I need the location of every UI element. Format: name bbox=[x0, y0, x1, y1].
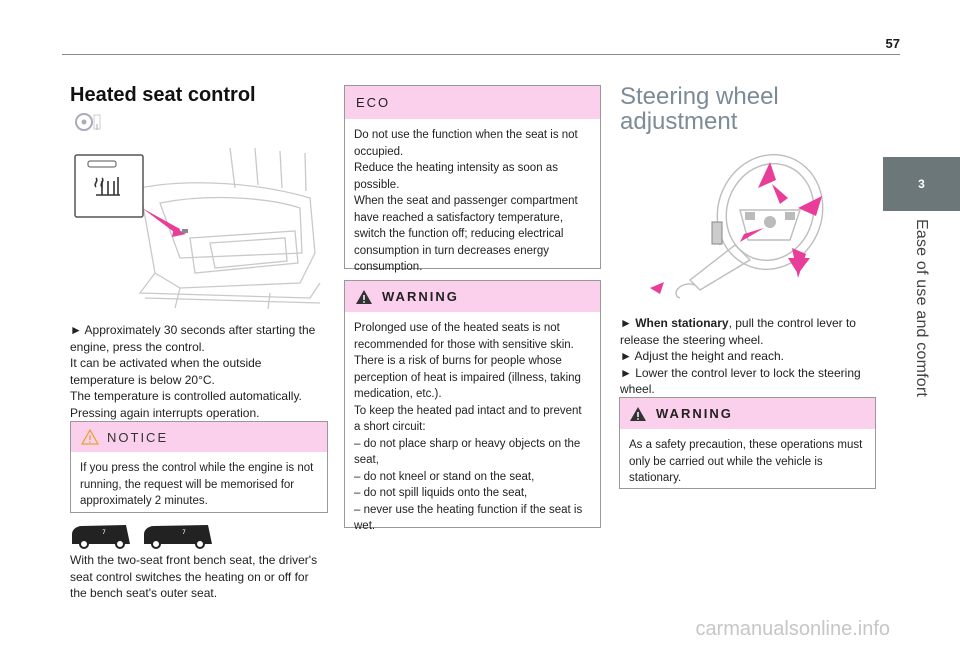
warning-label: WARNING bbox=[382, 289, 459, 304]
eco-header: ECO bbox=[345, 86, 600, 119]
svg-text:7: 7 bbox=[102, 529, 106, 536]
warning-header-steering: WARNING bbox=[620, 398, 875, 429]
watermark: carmanualsonline.info bbox=[695, 618, 890, 640]
chapter-title: Ease of use and comfort bbox=[913, 219, 930, 398]
step3: ► Lower the control lever to lock the st… bbox=[620, 365, 861, 397]
chapter-tab[interactable]: 3 bbox=[883, 157, 960, 211]
heated-seat-illustration bbox=[74, 147, 321, 310]
van-icon-long: 7 bbox=[144, 525, 212, 549]
notice-header: NOTICE bbox=[71, 422, 327, 452]
notice-box: NOTICE If you press the control while th… bbox=[70, 421, 328, 513]
warning-triangle-icon bbox=[630, 406, 646, 421]
eco-label: ECO bbox=[356, 95, 391, 110]
notice-text: If you press the control while the engin… bbox=[80, 462, 314, 507]
warning-triangle-icon bbox=[356, 289, 372, 304]
steering-wheel-small-icon bbox=[75, 113, 101, 131]
warning-box-steering: WARNING As a safety precaution, these op… bbox=[619, 397, 876, 489]
step1-bold: When stationary bbox=[635, 316, 729, 330]
warning-box-heated: WARNING Prolonged use of the heated seat… bbox=[344, 280, 601, 532]
warning-label-steering: WARNING bbox=[656, 406, 733, 421]
steering-instructions: ► When stationary, pull the control leve… bbox=[620, 315, 876, 398]
header-rule bbox=[62, 54, 900, 55]
page-number: 57 bbox=[885, 36, 900, 51]
svg-text:7: 7 bbox=[182, 529, 186, 536]
heated-seat-instructions: ► Approximately 30 seconds after startin… bbox=[70, 323, 316, 420]
chapter-number: 3 bbox=[918, 177, 925, 191]
section-title-heated-seat: Heated seat control bbox=[70, 84, 256, 106]
step1-rest: , pull the control lever to release the … bbox=[620, 316, 856, 347]
warning-header: WARNING bbox=[345, 281, 600, 312]
bench-seat-text: With the two-seat front bench seat, the … bbox=[70, 553, 318, 600]
warning-text-steering: As a safety precaution, these operations… bbox=[629, 439, 863, 484]
vehicle-silhouettes: 7 7 bbox=[72, 525, 212, 549]
caution-outline-icon bbox=[81, 429, 99, 445]
notice-label: NOTICE bbox=[107, 429, 169, 445]
van-icon-short: 7 bbox=[72, 525, 130, 549]
section-title-steering: Steering wheel adjustment bbox=[620, 83, 779, 135]
steering-wheel-illustration bbox=[650, 153, 824, 299]
step2: ► Adjust the height and reach. bbox=[620, 349, 784, 363]
eco-box: ECO Do not use the function when the sea… bbox=[344, 85, 601, 273]
